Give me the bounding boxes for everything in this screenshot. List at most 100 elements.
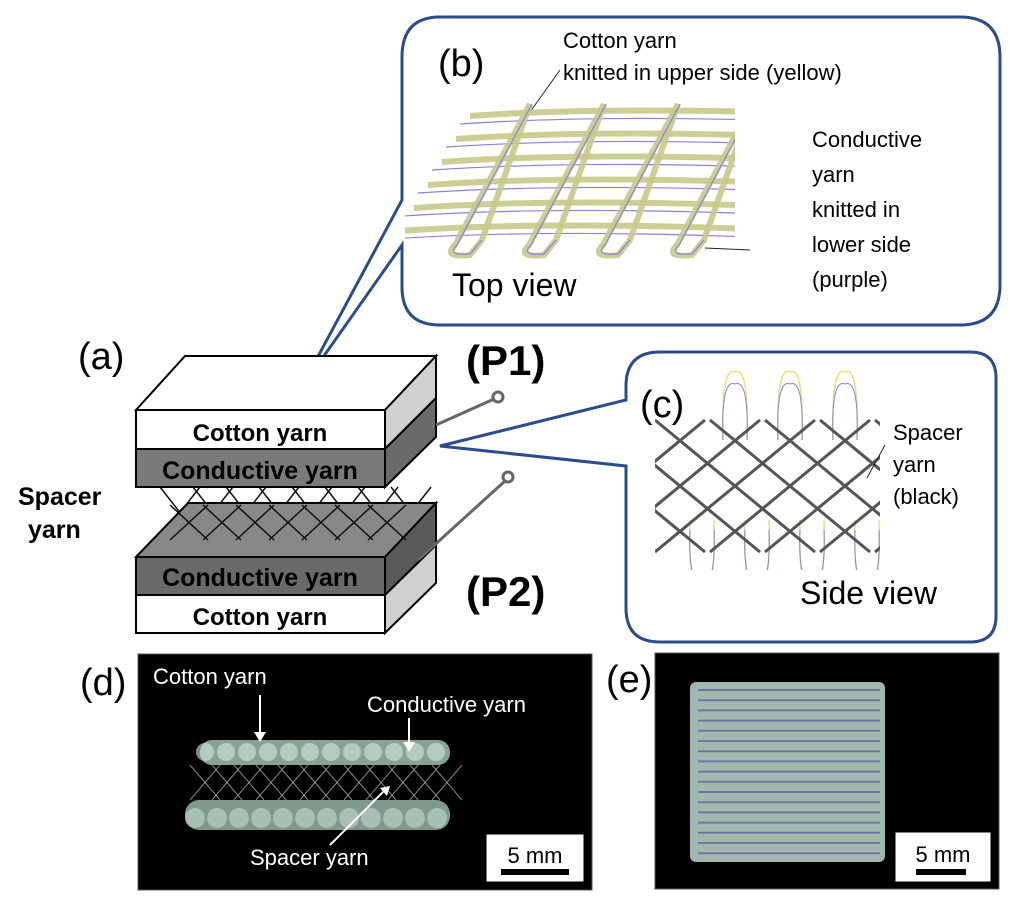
spacer-arrow-head xyxy=(380,786,390,796)
spacer-diagonal xyxy=(655,418,761,509)
spacer-diagonal xyxy=(764,455,880,554)
cotton-yarn-label-line2: knitted in upper side (yellow) xyxy=(563,60,842,85)
purple-loop-bottom xyxy=(744,529,770,570)
conductive-label-line: Conductive xyxy=(812,127,922,152)
spacer-yarn-line xyxy=(169,504,209,541)
spacer-fabric-side-photo xyxy=(185,740,463,830)
photo-d-cotton-label: Cotton yarn xyxy=(153,664,267,689)
yarn-loop xyxy=(339,808,359,828)
spacer-filament xyxy=(321,764,353,801)
lower-layer-block: Conductive yarn Cotton yarn xyxy=(133,500,439,636)
conductive-label-line: knitted in xyxy=(812,197,900,222)
spacer-yarn-line xyxy=(202,504,242,541)
electrode-p2 xyxy=(416,470,515,562)
spacer-label-line: Spacer xyxy=(893,420,963,445)
yarn-loop xyxy=(229,808,249,828)
panel-a-diagram: (a) Spacer yarn Cotton yarn Conductive y… xyxy=(18,336,545,636)
purple-loop-column xyxy=(453,103,533,255)
yellow-yarn-row xyxy=(469,107,735,119)
spacer-filament xyxy=(299,764,331,801)
yellow-loop-top xyxy=(777,370,803,441)
spacer-yarn-label-line2: yarn xyxy=(28,516,81,544)
spacer-label-line: (black) xyxy=(893,484,959,509)
yarn-loop xyxy=(317,808,337,828)
spacer-yarn-label-line1: Spacer xyxy=(18,483,102,511)
purple-yarn-row xyxy=(445,140,735,148)
spacer-filament xyxy=(277,764,309,801)
spacer-arrow xyxy=(329,789,386,846)
yarn-loop xyxy=(405,808,425,828)
spacer-filament xyxy=(409,764,441,801)
electrode-p1-wire xyxy=(435,397,495,427)
conductive-leader-line xyxy=(704,247,751,251)
spacer-filament xyxy=(343,764,375,801)
yarn-loop xyxy=(427,743,445,761)
yarn-loop xyxy=(280,743,298,761)
top-view-knit-diagram xyxy=(405,102,735,259)
purple-loop-top xyxy=(832,383,858,441)
yarn-loop xyxy=(322,743,340,761)
scale-bar-line-e xyxy=(916,869,966,875)
electrode-p2-wire xyxy=(416,479,507,562)
purple-loop-top xyxy=(722,383,748,441)
spacer-filament xyxy=(233,764,265,801)
cotton-leader-line xyxy=(529,69,561,113)
yarn-loop xyxy=(343,743,361,761)
yellow-loop-top xyxy=(722,370,748,441)
scale-bar-d: 5 mm xyxy=(485,833,585,883)
spacer-filament xyxy=(211,764,243,801)
purple-loop-bottom xyxy=(689,529,715,570)
yarn-loop xyxy=(185,808,205,828)
yellow-loop-column xyxy=(448,102,533,259)
panel-c-callout: (c) Spacer yarn (black) Side view xyxy=(439,350,998,644)
purple-yarn-row xyxy=(431,163,735,171)
lower-conductive-text: Conductive yarn xyxy=(162,564,358,592)
yarn-loop xyxy=(295,808,315,828)
upper-top-face xyxy=(133,355,439,411)
conductive-arrow-head xyxy=(403,742,415,752)
conductive-label-line: lower side xyxy=(812,232,911,257)
panel-b-callout: (b) Cotton yarn knitted in upper side (y… xyxy=(298,15,1002,391)
spacer-diagonal xyxy=(655,418,816,554)
yellow-yarn-row xyxy=(405,222,735,234)
yarn-loop xyxy=(427,808,447,828)
scale-bar-e: 5 mm xyxy=(894,831,992,883)
spacer-yarn-line xyxy=(301,504,341,541)
spacer-leader-line xyxy=(866,444,886,479)
yellow-loop-column xyxy=(522,102,607,259)
yellow-yarn-row xyxy=(441,153,735,165)
fabric-top-photo xyxy=(690,682,885,862)
spacer-yarn-line xyxy=(235,504,275,541)
yellow-loop-top xyxy=(832,370,858,441)
electrode-p1 xyxy=(435,390,505,427)
spacer-yarn-lines-front xyxy=(169,504,407,541)
spacer-label-line: yarn xyxy=(893,452,936,477)
electrode-p2-terminal xyxy=(501,470,515,484)
upper-conductive-layer xyxy=(135,448,386,488)
spacer-yarn-line xyxy=(268,504,308,541)
yarn-loop xyxy=(207,808,227,828)
panel-c-label: (c) xyxy=(640,384,684,426)
spacer-filament xyxy=(387,764,419,801)
purple-loop-column xyxy=(675,138,735,255)
purple-loop-column xyxy=(527,103,607,255)
yarn-loop xyxy=(259,743,277,761)
spacer-yarn-line xyxy=(334,504,374,541)
lower-cotton-text: Cotton yarn xyxy=(193,604,328,631)
spacer-yarn-callout-label: Spacer yarn (black) xyxy=(893,420,963,509)
purple-loop-bottom xyxy=(854,529,880,570)
p2-label: (P2) xyxy=(466,568,545,615)
yarn-loop xyxy=(238,743,256,761)
upper-layer-block: Cotton yarn Conductive yarn xyxy=(133,353,439,490)
spacer-diagonal xyxy=(709,418,871,554)
conductive-label-line: yarn xyxy=(812,162,855,187)
panel-e-photo: (e) 5 mm xyxy=(606,652,1000,890)
yarn-loop xyxy=(217,743,235,761)
top-view-label: Top view xyxy=(452,267,577,303)
side-view-label: Side view xyxy=(800,575,938,611)
side-view-knit-diagram xyxy=(655,370,880,570)
yarn-loop xyxy=(301,743,319,761)
p1-label: (P1) xyxy=(466,337,545,384)
photo-d-conductive-label: Conductive yarn xyxy=(367,692,526,717)
scale-bar-line-d xyxy=(501,869,569,875)
